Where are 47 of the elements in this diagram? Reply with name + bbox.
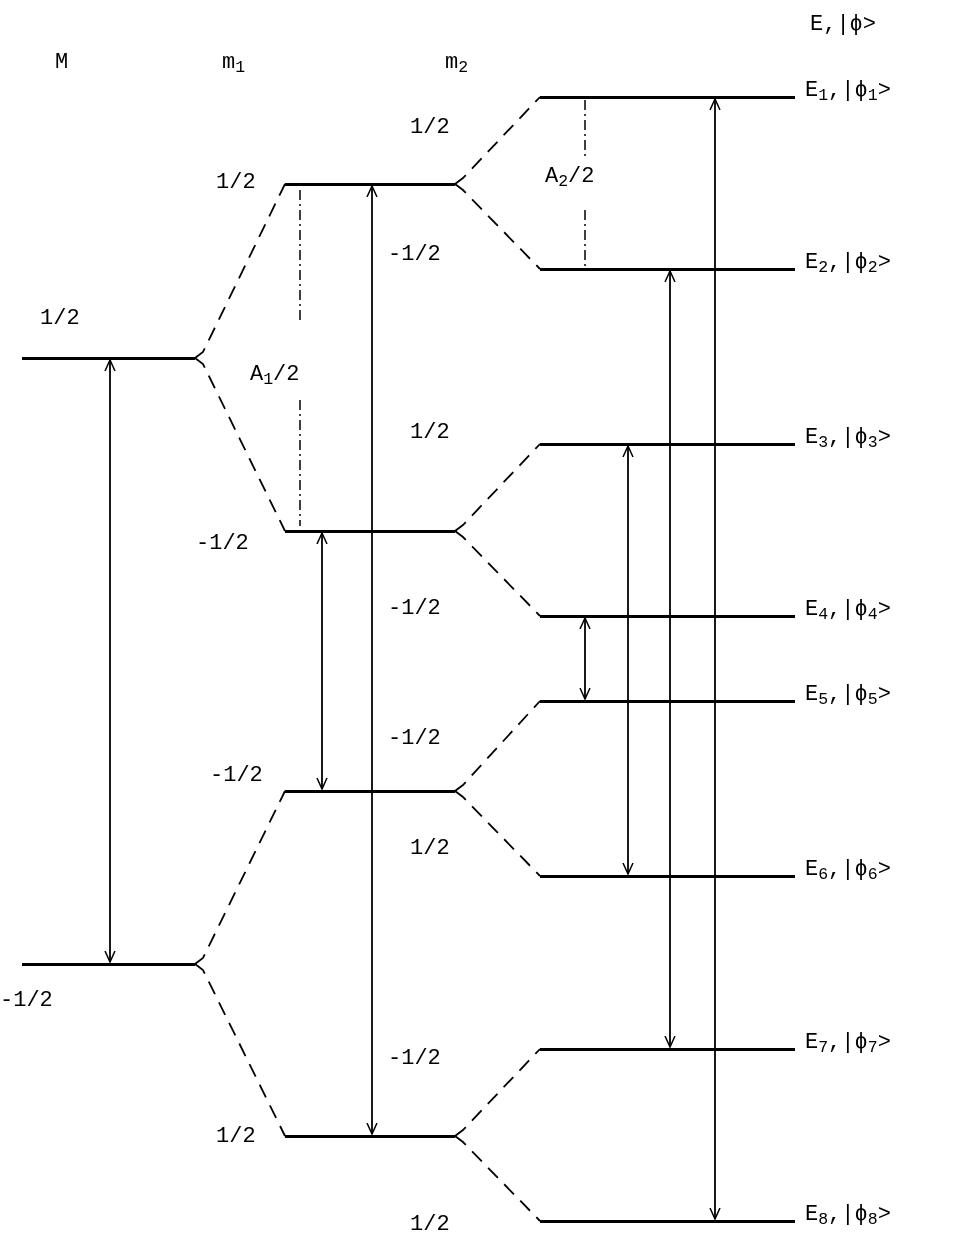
dashed-line xyxy=(454,183,541,270)
level-label: E$_{2}$,|ϕ$_{2}$> xyxy=(805,252,891,274)
level-label: 1/2 xyxy=(216,1126,256,1148)
dashed-line xyxy=(454,700,541,792)
splitting-label: A$_{2}$/2 xyxy=(545,166,595,188)
level-label: 1/2 xyxy=(40,308,80,330)
level-label: E$_{4}$,|ϕ$_{4}$> xyxy=(805,599,891,621)
dashed-line xyxy=(194,790,286,965)
transition-arrow xyxy=(366,185,378,1135)
level-label: E$_{5}$,|ϕ$_{5}$> xyxy=(805,684,891,706)
quantum-number-label: -1/2 xyxy=(388,244,441,266)
level-label: E$_{3}$,|ϕ$_{3}$> xyxy=(805,427,891,449)
column-heading: M xyxy=(55,52,69,74)
dashed-line xyxy=(454,1048,541,1137)
level-label: -1/2 xyxy=(0,990,53,1012)
dashed-line xyxy=(194,963,286,1137)
transition-arrow xyxy=(622,445,634,875)
transition-arrow xyxy=(579,617,591,700)
dashed-line xyxy=(454,790,541,877)
dashed-line xyxy=(194,357,286,532)
dashed-line xyxy=(194,183,286,359)
transition-arrow xyxy=(316,532,328,790)
splitting-label: A$_{1}$/2 xyxy=(250,364,300,386)
level-label: -1/2 xyxy=(196,533,249,555)
dashed-line xyxy=(454,530,541,617)
quantum-number-label: -1/2 xyxy=(388,598,441,620)
level-label: E$_{7}$,|ϕ$_{7}$> xyxy=(805,1032,891,1054)
level-label: E$_{8}$,|ϕ$_{8}$> xyxy=(805,1204,891,1226)
level-label: E$_{1}$,|ϕ$_{1}$> xyxy=(805,80,891,102)
quantum-number-label: -1/2 xyxy=(388,1048,441,1070)
quantum-number-label: 1/2 xyxy=(410,422,450,444)
quantum-number-label: 1/2 xyxy=(410,838,450,860)
level-label: 1/2 xyxy=(216,172,256,194)
axis-label: E,|ϕ> xyxy=(810,14,876,36)
dashed-line xyxy=(454,96,541,185)
transition-arrow xyxy=(104,359,116,963)
dashed-line xyxy=(454,1135,541,1222)
transition-arrow xyxy=(664,270,676,1048)
quantum-number-label: 1/2 xyxy=(410,117,450,139)
dashed-line xyxy=(454,443,541,532)
quantum-number-label: -1/2 xyxy=(388,728,441,750)
quantum-number-label: 1/2 xyxy=(410,1214,450,1236)
level-label: -1/2 xyxy=(210,765,263,787)
transition-arrow xyxy=(709,98,721,1220)
level-label: E$_{6}$,|ϕ$_{6}$> xyxy=(805,859,891,881)
column-heading: m$_{2}$ xyxy=(445,52,469,74)
column-heading: m$_{1}$ xyxy=(222,52,246,74)
